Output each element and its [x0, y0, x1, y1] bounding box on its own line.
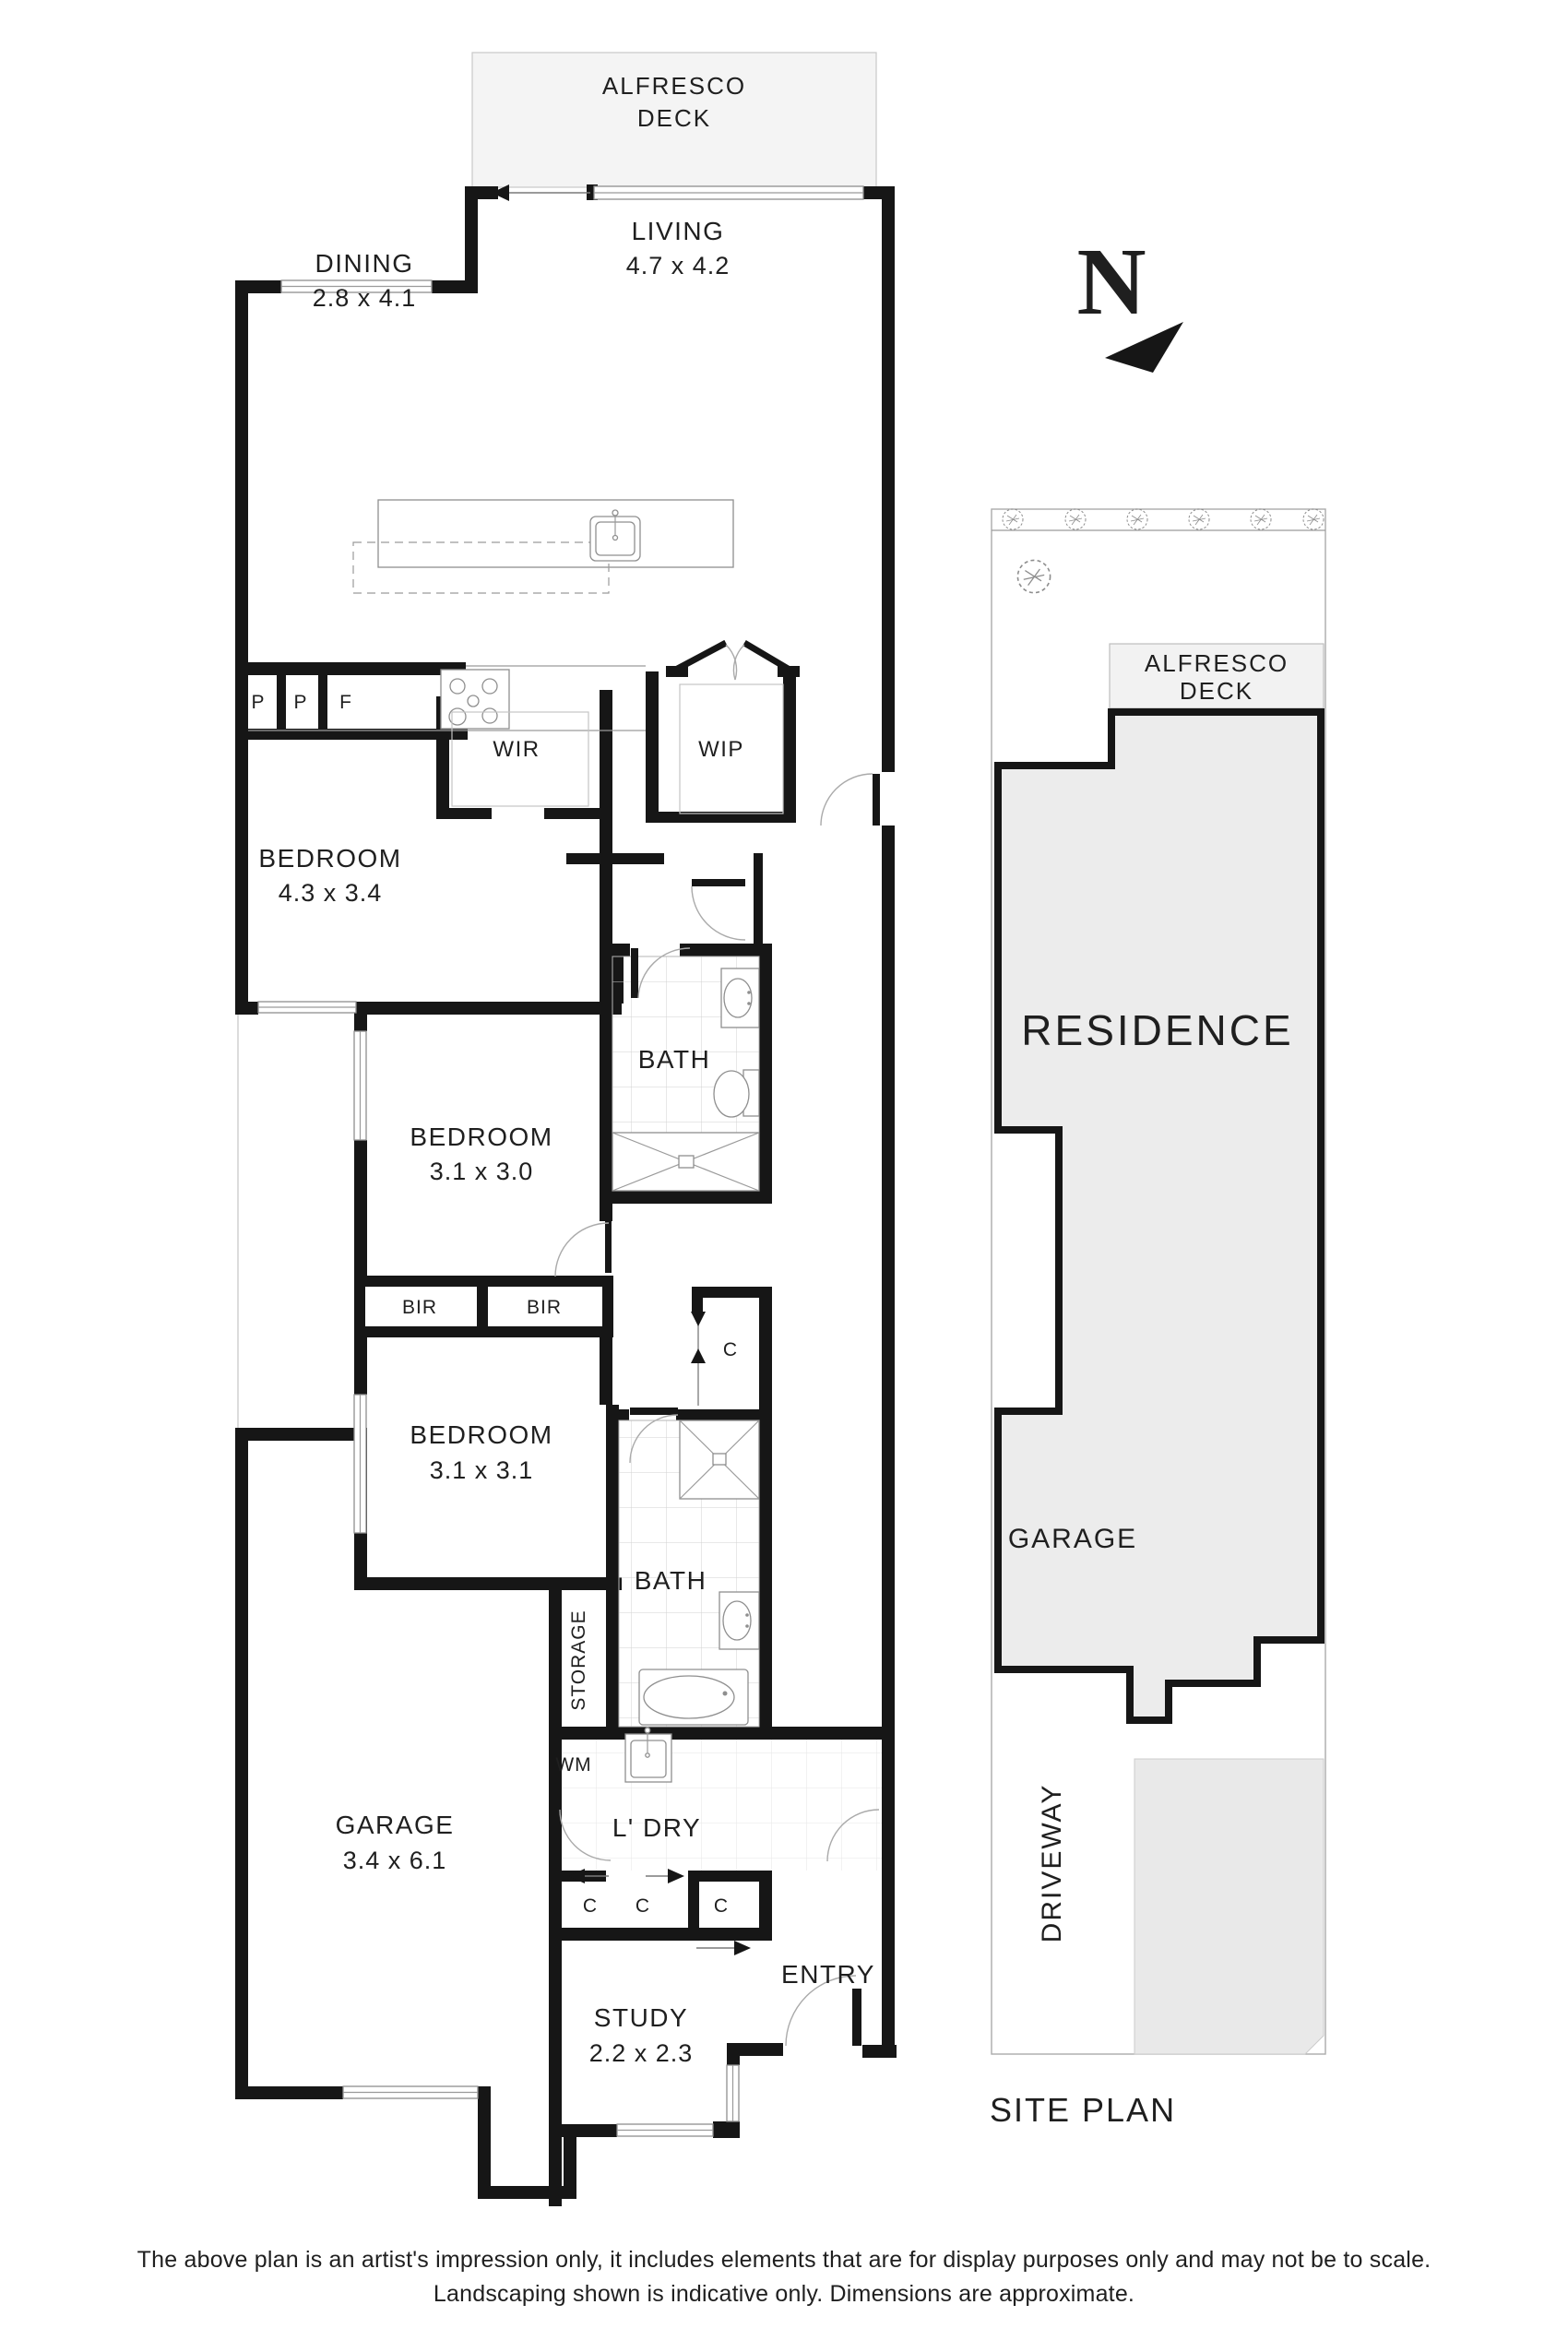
bedroom2-dims: 3.1 x 3.0	[430, 1158, 534, 1185]
bedroom1-label: BEDROOM	[258, 844, 401, 873]
bath1-label: BATH	[638, 1045, 711, 1074]
cupboard4-label: C	[714, 1895, 729, 1917]
wir-label: WIR	[493, 737, 540, 762]
living-dims: 4.7 x 4.2	[626, 252, 731, 279]
cooktop-icon	[440, 669, 510, 730]
study-label: STUDY	[594, 2003, 688, 2032]
garage-label: GARAGE	[336, 1811, 455, 1839]
north-letter: N	[1076, 229, 1146, 335]
window-study-bottom	[616, 2123, 714, 2137]
wm-label: WM	[555, 1754, 591, 1776]
site-driveway-label: DRIVEWAY	[1037, 1784, 1067, 1943]
pantry2-label: P	[293, 692, 307, 713]
site-residence-label: RESIDENCE	[1021, 1006, 1293, 1054]
north-arrow: N	[1076, 229, 1183, 373]
dining-label: DINING	[315, 249, 414, 278]
site-alfresco-box	[1109, 643, 1324, 709]
window-dining-top	[280, 279, 433, 293]
walls	[235, 184, 897, 2206]
bedroom1-dims: 4.3 x 3.4	[279, 879, 383, 907]
bedroom3-dims: 3.1 x 3.1	[430, 1456, 534, 1484]
bathtub-icon	[638, 1669, 749, 1726]
slider-arrow-entry-icon	[734, 1941, 751, 1955]
entry-label: ENTRY	[781, 1960, 875, 1989]
bir2-label: BIR	[527, 1297, 562, 1318]
island-overhang-dashed	[352, 541, 610, 594]
wip-label: WIP	[698, 737, 744, 762]
doors	[492, 184, 880, 2047]
laundry-tub-icon	[624, 1727, 672, 1783]
site-plan-title: SITE PLAN	[990, 2091, 1176, 2129]
garage-door	[342, 2085, 479, 2099]
plan-alfresco-deck-label1: ALFRESCO	[602, 72, 746, 100]
bath1-fixtures	[612, 956, 760, 1192]
bedroom2-label: BEDROOM	[410, 1123, 552, 1151]
disclaimer-line1: The above plan is an artist's impression…	[137, 2247, 1431, 2273]
fridge-label: F	[339, 692, 352, 713]
cupboard1-label: C	[723, 1339, 738, 1360]
site-residence-shape	[994, 708, 1324, 1724]
slider-arrow-left-icon	[568, 1869, 585, 1883]
bedroom3-label: BEDROOM	[410, 1420, 552, 1449]
slider-arrow-right-icon	[668, 1869, 684, 1883]
pantry1-label: P	[251, 692, 265, 713]
window-bedroom1	[257, 1001, 357, 1014]
shower1-icon	[612, 1132, 760, 1192]
bath2-label: BATH	[635, 1566, 707, 1595]
disclaimer-line2: Landscaping shown is indicative only. Di…	[434, 2281, 1134, 2307]
living-label: LIVING	[632, 217, 725, 245]
laundry-label: L' DRY	[612, 1813, 701, 1842]
kitchen-sink-icon	[589, 509, 641, 562]
site-alfresco-label1: ALFRESCO	[1145, 649, 1289, 677]
disclaimer: The above plan is an artist's impression…	[137, 2247, 1431, 2307]
window-bedroom2	[353, 1030, 367, 1141]
wip-shelf-outline	[679, 683, 784, 814]
dining-dims: 2.8 x 4.1	[313, 284, 417, 312]
site-driveway-shape	[1134, 1758, 1324, 2055]
kitchen-fixtures	[248, 499, 784, 814]
window-living-top	[593, 185, 864, 200]
study-dims: 2.2 x 2.3	[589, 2039, 694, 2067]
storage-label: STORAGE	[568, 1610, 589, 1710]
bir1-label: BIR	[402, 1297, 437, 1318]
garage-dims: 3.4 x 6.1	[343, 1847, 447, 1874]
wir-robe-outline	[451, 711, 589, 807]
vanity1-icon	[720, 968, 760, 1028]
cupboard3-label: C	[636, 1895, 650, 1917]
cupboard2-label: C	[583, 1895, 598, 1917]
linen-arrow-icon	[691, 1312, 706, 1406]
plan-alfresco-deck-label2: DECK	[637, 104, 711, 132]
plan-alfresco-deck: ALFRESCO DECK	[471, 52, 877, 188]
toilet1-icon	[713, 1069, 760, 1118]
window-study-right	[726, 2064, 740, 2122]
shower2-icon	[679, 1420, 760, 1500]
windows	[257, 185, 864, 2137]
site-plan: ALFRESCO DECK RESIDENCE GARAGE DRIVEWAY …	[990, 508, 1326, 2129]
plan-labels: LIVING 4.7 x 4.2 DINING 2.8 x 4.1 P P F …	[251, 217, 875, 2067]
slider-arrow-icon	[492, 184, 509, 201]
window-bedroom3	[353, 1394, 367, 1534]
vanity2-icon	[719, 1591, 760, 1650]
laundry-tiles	[562, 1740, 882, 1871]
site-alfresco-label2: DECK	[1180, 677, 1253, 705]
site-garage-label: GARAGE	[1008, 1524, 1137, 1554]
kitchen-island	[377, 499, 734, 568]
north-arrow-icon	[1105, 322, 1183, 373]
